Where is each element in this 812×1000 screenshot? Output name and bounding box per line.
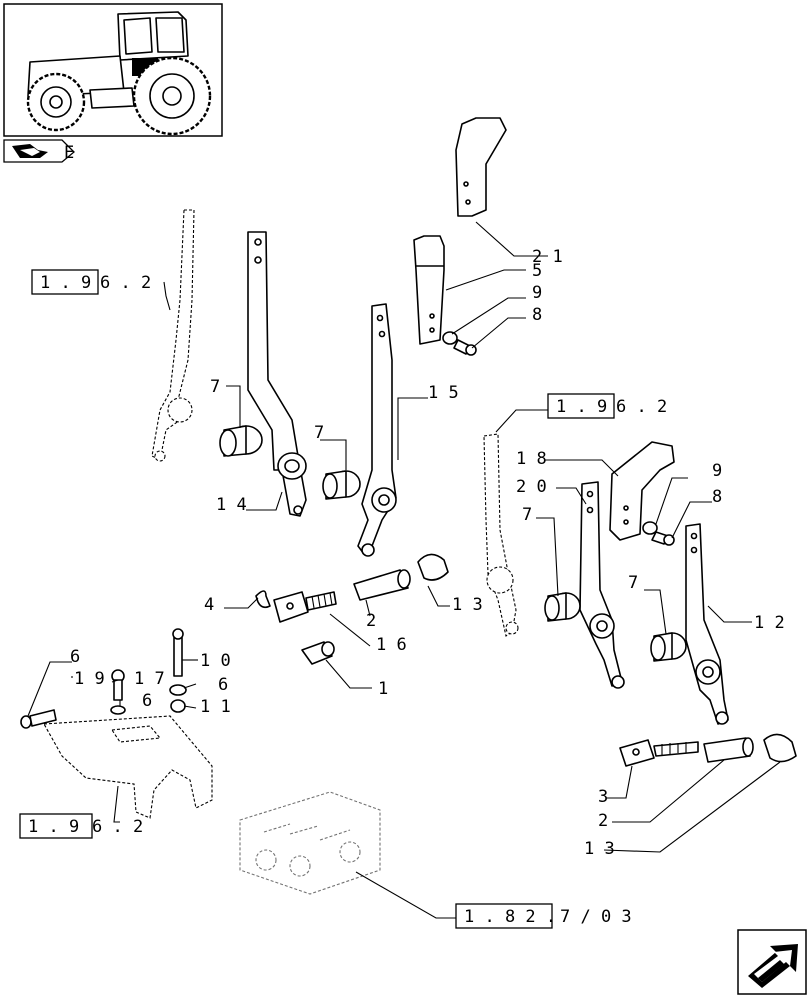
page-turn-icon <box>12 144 48 158</box>
clip-13-a <box>417 553 449 581</box>
ref-1-96-2-bottom[interactable]: 1 . 9 6 . 2 <box>19 813 143 839</box>
label-6-c[interactable]: 6 <box>218 675 228 695</box>
washer-6-c <box>110 705 126 715</box>
label-6-b[interactable]: 6 <box>142 691 152 711</box>
pin-2-b <box>703 737 754 763</box>
ref-1-82-7-03[interactable]: 1 . 8 2 . 7 / 0 3 <box>455 903 632 929</box>
label-7-c[interactable]: 7 <box>522 505 532 525</box>
lever-top-5 <box>413 235 445 345</box>
bolt-17 <box>111 669 125 701</box>
ref-boxed-text: 1 . 8 2 . <box>464 907 556 927</box>
label-2-a[interactable]: 2 <box>366 611 376 631</box>
label-6-a[interactable]: 6 <box>70 647 80 667</box>
nut-9-a <box>442 331 458 345</box>
label-7-a[interactable]: 7 <box>210 377 220 397</box>
part-labels: 2 1 5 9 8 1 5 7 7 1 4 1 8 2 0 9 8 7 7 1 … <box>70 247 785 859</box>
leader-lines <box>27 221 781 919</box>
label-8-a[interactable]: 8 <box>532 305 542 325</box>
ref-1-96-2-left[interactable]: 1 . 9 6 . 2 <box>31 269 151 295</box>
label-19[interactable]: 1 9 <box>74 669 105 689</box>
pin-2-a <box>353 569 411 601</box>
label-18[interactable]: 1 8 <box>516 449 547 469</box>
ref-rest-text: 6 . 2 <box>92 817 143 837</box>
label-13-a[interactable]: 1 3 <box>452 595 483 615</box>
label-20[interactable]: 2 0 <box>516 477 547 497</box>
next-page-button[interactable] <box>737 929 807 995</box>
clevis-3 <box>619 739 699 767</box>
bushing-7-a <box>219 425 263 457</box>
ref-1-96-2-right[interactable]: 1 . 9 6 . 2 <box>547 393 667 419</box>
knob-18 <box>609 441 675 541</box>
label-10[interactable]: 1 0 <box>200 651 231 671</box>
label-21[interactable]: 2 1 <box>532 247 563 267</box>
cotter-pin-4 <box>255 590 271 609</box>
stud-10 <box>172 628 184 677</box>
label-17[interactable]: 1 7 <box>134 669 165 689</box>
label-11[interactable]: 1 1 <box>200 697 231 717</box>
ghost-valve-block <box>239 791 381 895</box>
ref-boxed-text: 1 . 9 <box>28 817 79 837</box>
label-1[interactable]: 1 <box>378 679 388 699</box>
label-7-b[interactable]: 7 <box>314 423 324 443</box>
clevis-16 <box>273 591 337 623</box>
ghost-lever-right <box>483 433 519 637</box>
bushing-7-c <box>544 592 581 622</box>
knob-21 <box>455 117 507 217</box>
label-13-b[interactable]: 1 3 <box>584 839 615 859</box>
pin-1 <box>301 641 335 665</box>
label-16[interactable]: 1 6 <box>376 635 407 655</box>
label-7-d[interactable]: 7 <box>628 573 638 593</box>
bushing-7-d <box>650 632 687 662</box>
lever-15 <box>357 303 397 557</box>
label-12[interactable]: 1 2 <box>754 613 785 633</box>
ref-rest-text: 6 . 2 <box>616 397 667 417</box>
bolt-8-a <box>453 339 477 356</box>
nut-11 <box>170 699 186 713</box>
label-15[interactable]: 1 5 <box>428 383 459 403</box>
ref-rest-text: 7 / 0 3 <box>560 907 632 927</box>
label-9-a[interactable]: 9 <box>532 283 542 303</box>
nav-tab[interactable]: E <box>3 139 75 163</box>
label-3[interactable]: 3 <box>598 787 608 807</box>
bushing-7-b <box>322 470 361 500</box>
label-2-b[interactable]: 2 <box>598 811 608 831</box>
bolt-19 <box>20 709 57 729</box>
label-9-b[interactable]: 9 <box>712 461 722 481</box>
clip-13-b <box>763 733 797 763</box>
ghost-lever-left <box>151 209 195 462</box>
ref-boxed-text: 1 . 9 <box>556 397 607 417</box>
label-4[interactable]: 4 <box>204 595 214 615</box>
next-page-arrow-icon <box>748 944 798 988</box>
label-5[interactable]: 5 <box>532 261 542 281</box>
bolt-8-b <box>651 531 675 546</box>
tractor-icon <box>26 11 212 136</box>
label-14[interactable]: 1 4 <box>216 495 247 515</box>
label-8-b[interactable]: 8 <box>712 487 722 507</box>
nut-9-b <box>642 521 658 535</box>
washer-6-b <box>169 684 187 696</box>
ref-rest-text: 6 . 2 <box>100 273 151 293</box>
nav-letter: E <box>64 143 74 163</box>
ref-boxed-text: 1 . 9 <box>40 273 91 293</box>
tractor-thumbnail <box>3 3 223 137</box>
lever-20 <box>579 481 625 689</box>
lever-12 <box>685 523 729 725</box>
ghost-bracket-plate <box>43 715 213 819</box>
lever-14 <box>247 231 307 517</box>
